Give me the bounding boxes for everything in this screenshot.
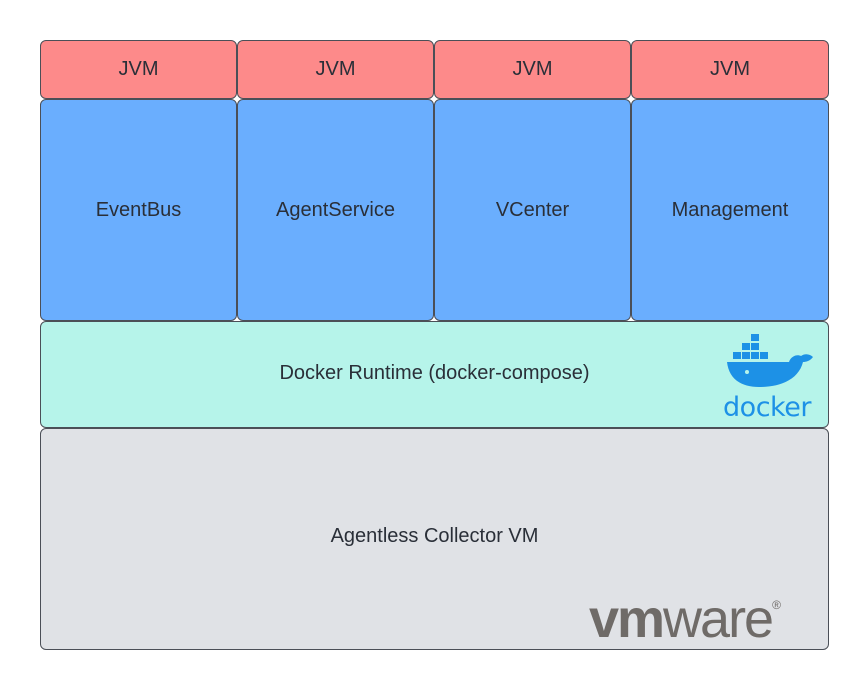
docker-logo: docker — [717, 334, 817, 423]
jvm-label: JVM — [315, 58, 356, 80]
registered-mark: ® — [772, 598, 781, 612]
docker-runtime-layer: Docker Runtime (docker-compose) docker — [40, 321, 829, 428]
jvm-box-2: JVM — [237, 40, 434, 99]
jvm-label: JVM — [118, 58, 159, 80]
service-box-management: Management — [631, 99, 829, 321]
agentless-collector-vm-layer: Agentless Collector VM vmware® — [40, 428, 829, 650]
service-box-vcenter: VCenter — [434, 99, 631, 321]
jvm-box-4: JVM — [631, 40, 829, 99]
jvm-label: JVM — [710, 58, 750, 80]
jvm-box-1: JVM — [40, 40, 237, 99]
vmware-logo-vm: vm — [589, 589, 665, 649]
service-label: VCenter — [495, 198, 570, 221]
jvm-label: JVM — [512, 58, 553, 80]
docker-whale-icon — [727, 334, 813, 387]
service-box-eventbus: EventBus — [40, 99, 237, 321]
jvm-box-3: JVM — [434, 40, 631, 99]
service-label: Management — [671, 198, 789, 221]
vm-layer-label: Agentless Collector VM — [330, 525, 539, 547]
service-box-agentservice: AgentService — [237, 99, 434, 321]
service-label: EventBus — [95, 198, 182, 221]
docker-logo-wordmark: docker — [723, 392, 811, 423]
vmware-logo: vmware® — [589, 589, 829, 649]
vmware-logo-ware: ware — [663, 589, 774, 649]
service-label: AgentService — [276, 198, 395, 221]
docker-runtime-label: Docker Runtime (docker-compose) — [279, 362, 590, 384]
